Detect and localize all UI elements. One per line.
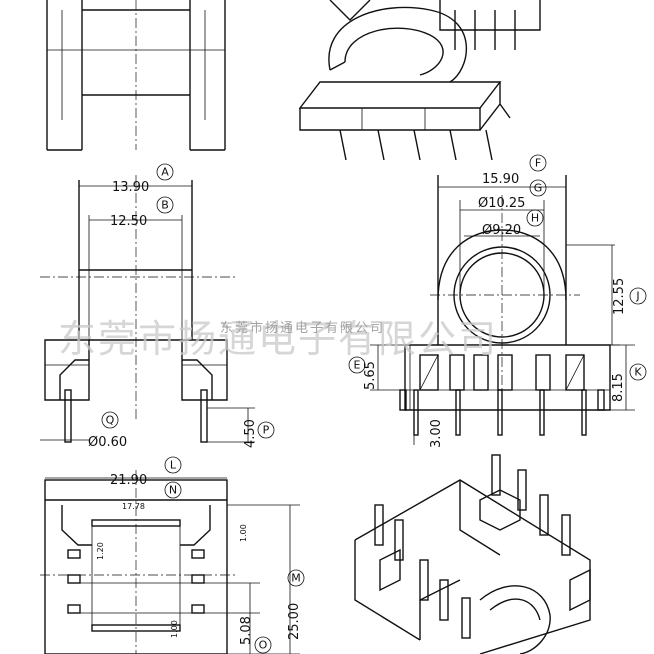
ref-P-letter: P: [263, 424, 270, 437]
dim-H-value: Ø9.20: [482, 223, 521, 238]
ref-E-letter: E: [354, 359, 361, 372]
ref-N-circle: [164, 481, 182, 499]
ref-G-letter: G: [534, 182, 543, 195]
dim-Q-value: Ø0.60: [88, 435, 127, 450]
ref-G-circle: [529, 179, 547, 197]
ref-F-circle: [529, 154, 547, 172]
ref-F-letter: F: [535, 157, 541, 170]
ref-J-circle: [629, 287, 647, 305]
middle-front-view: [40, 175, 235, 443]
ref-Q-circle: [101, 411, 119, 429]
ref-O-circle: [254, 636, 272, 654]
dim-O-value: 5.08: [239, 616, 254, 645]
dim-J-value: 12.55: [612, 278, 627, 315]
dim-s2-value: 1.00: [239, 524, 248, 542]
top-iso-view: [298, 0, 541, 161]
dim-s3-value: 1.00: [170, 620, 179, 638]
ref-K-letter: K: [634, 366, 642, 379]
ref-K-circle: [629, 363, 647, 381]
ref-H-letter: H: [531, 212, 539, 225]
middle-side-view: [399, 175, 611, 436]
dim-A-value: 13.90: [112, 180, 149, 195]
dim-K-value: 8.15: [611, 373, 626, 402]
dim-P-value: 4.50: [243, 419, 258, 448]
ref-P-circle: [257, 421, 275, 439]
dim-pin-value: 3.00: [429, 419, 444, 448]
bottom-plan-view: [40, 470, 235, 654]
ref-B-letter: B: [161, 199, 169, 212]
bottom-iso-view: [354, 454, 591, 654]
ref-M-circle: [287, 569, 305, 587]
dim-M-value: 25.00: [287, 603, 302, 640]
ref-M-letter: M: [291, 572, 301, 585]
top-front-view: [46, 0, 226, 151]
ref-L-circle: [164, 456, 182, 474]
dim-L-value: 21.90: [110, 473, 147, 488]
ref-A-letter: A: [161, 166, 169, 179]
dim-B-value: 12.50: [110, 214, 147, 229]
ref-N-letter: N: [169, 484, 177, 497]
ref-J-letter: J: [635, 290, 639, 303]
watermark-large: 东莞市扬通电子有限公司: [58, 317, 498, 361]
dimension-labels: 13.90 A 12.50 B Q Ø0.60 4.50 P 15.90 F Ø…: [88, 154, 647, 654]
ref-O-letter: O: [259, 639, 268, 652]
ref-A-circle: [156, 163, 174, 181]
dim-E-value: 5.65: [363, 361, 378, 390]
ref-Q-letter: Q: [106, 414, 115, 427]
ref-B-circle: [156, 196, 174, 214]
dim-F-value: 15.90: [482, 172, 519, 187]
watermark-small: 东莞市扬通电子有限公司: [220, 320, 385, 336]
ref-L-letter: L: [170, 459, 177, 472]
dimension-lines: [40, 185, 635, 654]
dim-G-value: Ø10.25: [478, 196, 525, 211]
dim-s1-value: 1.20: [96, 542, 105, 560]
dim-N-value: 17.78: [122, 502, 145, 511]
ref-E-circle: [348, 356, 366, 374]
ref-H-circle: [526, 209, 544, 227]
